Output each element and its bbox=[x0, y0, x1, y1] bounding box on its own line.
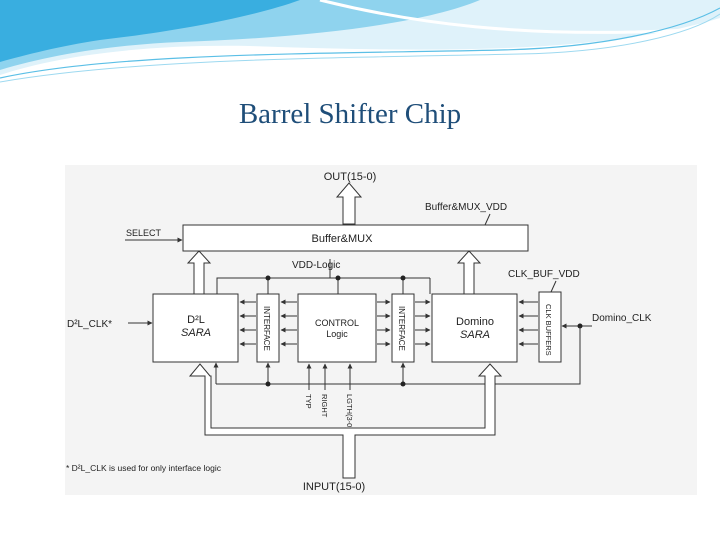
interface-block-left bbox=[256, 293, 280, 363]
select-label: SELECT bbox=[126, 228, 162, 238]
control-title: CONTROL bbox=[315, 318, 359, 328]
barrel-shifter-diagram: OUT(15-0) Buffer&MUX_VDD SELECT Buffer&M… bbox=[66, 171, 652, 493]
control-logic-block bbox=[297, 293, 377, 363]
d2l-title: D²L bbox=[187, 314, 205, 326]
clk-node-left bbox=[265, 381, 271, 387]
domino-sub: SARA bbox=[460, 329, 490, 341]
vdd-logic-label: VDD-Logic bbox=[292, 260, 340, 271]
header-swoosh-decoration bbox=[0, 0, 720, 83]
domino-title: Domino bbox=[456, 316, 494, 328]
buffer-mux-label: Buffer&MUX bbox=[312, 233, 374, 245]
domino-clk-wire-down bbox=[216, 326, 581, 385]
buffer-mux-vdd-wire bbox=[484, 213, 491, 226]
d2l-sub: SARA bbox=[181, 327, 211, 339]
bus-arrows-clk-buffers-domino bbox=[518, 299, 538, 347]
input-label: INPUT(15-0) bbox=[303, 481, 365, 493]
buffer-mux-block bbox=[182, 224, 529, 252]
input-bus bbox=[188, 363, 503, 479]
interface-label-right: INTERFACE bbox=[397, 306, 406, 351]
bus-arrows-interface-control-left bbox=[280, 299, 297, 347]
clk-node-right bbox=[400, 381, 406, 387]
domino-sara-block bbox=[431, 293, 518, 363]
d2l-to-mux-arrow bbox=[186, 250, 212, 295]
bus-arrows-control-interface-right bbox=[377, 299, 391, 347]
clk-buf-vdd-wire bbox=[550, 280, 557, 293]
domino-to-mux-arrow bbox=[456, 250, 482, 295]
footnote: * D²L_CLK is used for only interface log… bbox=[66, 463, 222, 473]
domino-clk-label: Domino_CLK bbox=[592, 313, 652, 324]
interface-block-right bbox=[391, 293, 415, 363]
out-bus-arrow bbox=[335, 182, 363, 225]
interface-label-left: INTERFACE bbox=[262, 306, 271, 351]
vdd-node-3 bbox=[400, 275, 406, 281]
typ-label: TYP bbox=[304, 394, 313, 409]
control-sub: Logic bbox=[326, 329, 348, 339]
d2l-clk-label: D²L_CLK* bbox=[67, 319, 112, 330]
clk-buf-vdd-label: CLK_BUF_VDD bbox=[508, 269, 580, 280]
clk-buffers-label: CLK BUFFERS bbox=[544, 304, 553, 356]
bus-arrows-d2l-interface bbox=[239, 299, 256, 347]
buffer-mux-vdd-label: Buffer&MUX_VDD bbox=[425, 202, 507, 213]
clk-buffers-block bbox=[538, 291, 562, 363]
vdd-node-1 bbox=[265, 275, 271, 281]
slide-title: Barrel Shifter Chip bbox=[238, 98, 462, 130]
bus-arrows-interface-domino bbox=[415, 299, 431, 347]
vdd-node-2 bbox=[335, 275, 341, 281]
d2l-sara-block bbox=[152, 293, 239, 363]
right-label: RIGHT bbox=[320, 394, 329, 418]
out-label: OUT(15-0) bbox=[324, 171, 377, 183]
lgth-label: LGTH(3-0) bbox=[345, 394, 354, 430]
